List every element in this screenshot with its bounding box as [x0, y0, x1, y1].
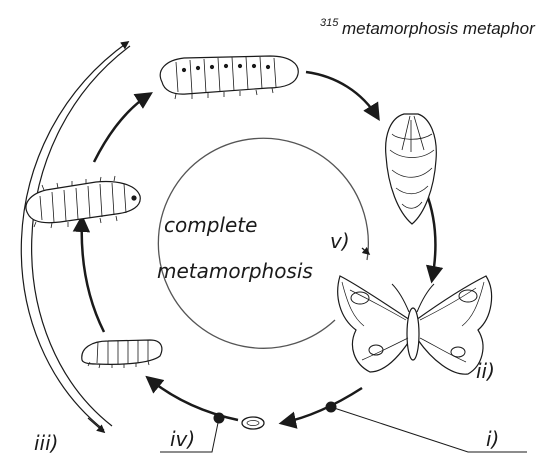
- figure-title: metamorphosis metaphor: [342, 19, 536, 38]
- arrow-larva3-to-pupa: [306, 72, 378, 118]
- adult-moth-stage: [338, 276, 492, 374]
- label-iv: iv): [170, 427, 195, 451]
- arrow-pupa-to-moth: [426, 192, 435, 280]
- center-label-line1: complete: [164, 213, 257, 237]
- pupa-stage: [386, 114, 437, 224]
- label-iii: iii): [34, 431, 58, 455]
- label-v: v): [330, 229, 350, 253]
- center-label-line2: metamorphosis: [157, 259, 313, 283]
- arrow-moth-to-egg: [282, 388, 362, 423]
- larva-small: [82, 340, 162, 368]
- figure-number: 315: [320, 17, 339, 29]
- arrow-larva2-to-larva3: [94, 94, 150, 162]
- label-ii: ii): [476, 359, 495, 383]
- egg-stage: [242, 417, 264, 429]
- outer-double-arc: [21, 42, 128, 430]
- larva-large: [160, 56, 298, 99]
- arrow-larva1-to-larva2: [82, 218, 104, 332]
- label-i: i): [486, 427, 499, 451]
- outer-arc-arrow-bottom: [88, 418, 104, 432]
- arrow-egg-to-larva1: [148, 378, 238, 420]
